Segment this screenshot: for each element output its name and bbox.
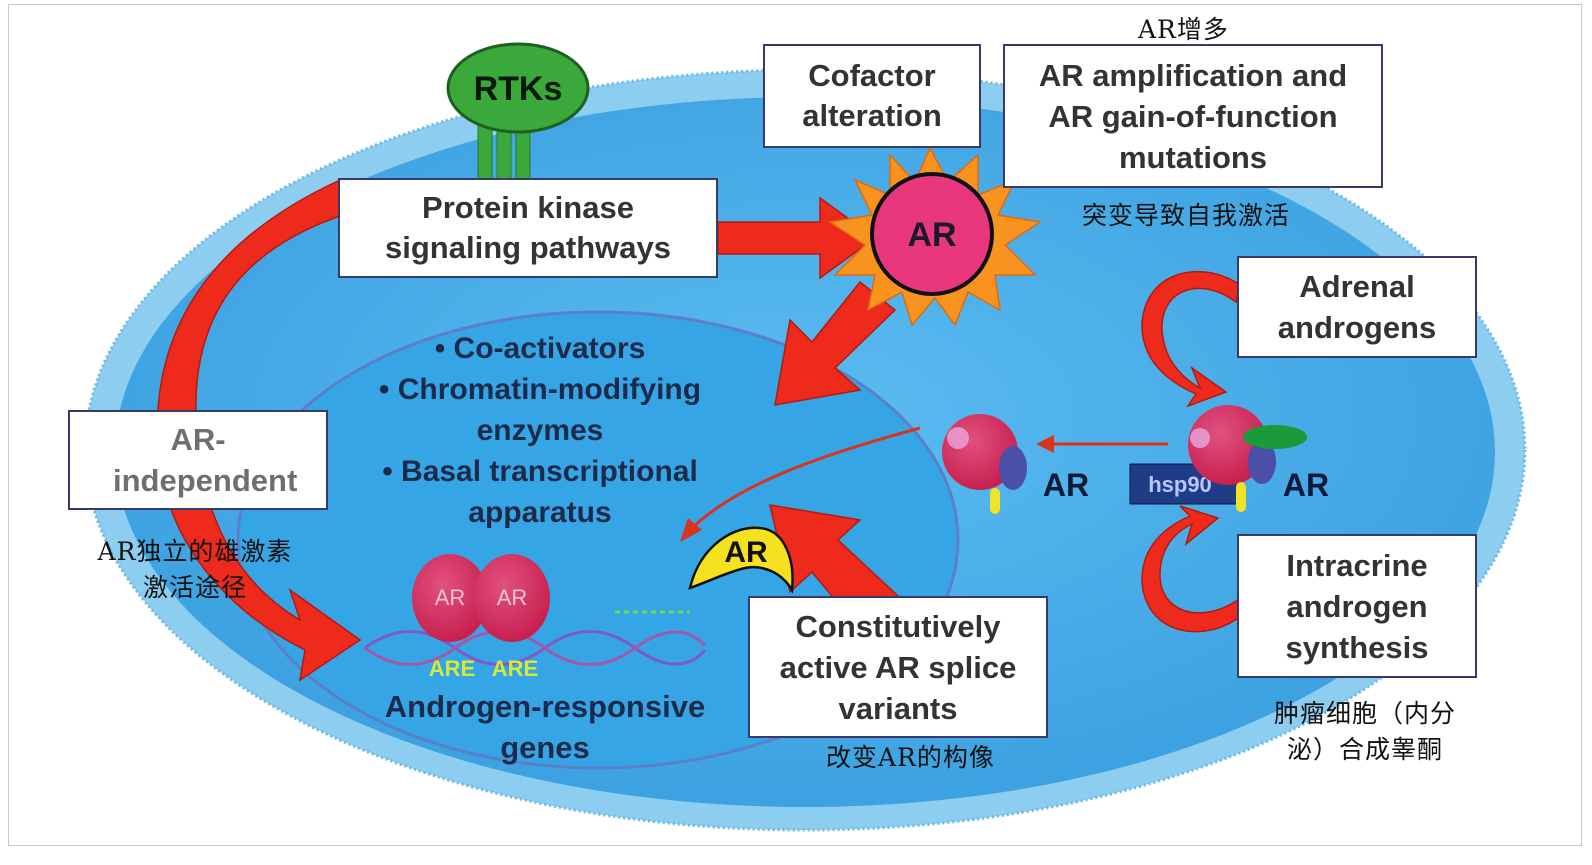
ar-independent-curved-arrow [156,178,362,682]
annotation-ar-increase: AR增多 [1138,15,1229,44]
nucleus-list-item: • Basal transcriptional [382,455,698,488]
intracrine-synthesis-text: Intracrine androgen synthesis [1285,547,1429,665]
hsp90-label: hsp90 [1148,472,1212,497]
ar-splice-variant-label: AR [724,536,768,569]
ar-free-molecule [942,414,1027,514]
ar-hsp90-molecule [1188,405,1307,512]
figure-frame [8,4,1582,846]
annotation-mutation-self-activation: 突变导致自我激活 [1082,201,1291,230]
ar-dimer-right [474,554,550,642]
nucleus-list-item: • Co-activators [434,332,646,365]
nucleus-factor-list: • Co-activators • Chromatin-modifying en… [340,328,740,533]
annotation-tumor-cell-2: 泌）合成睾酮 [1286,735,1443,764]
hsp90-to-ar-arrow-head [1036,435,1054,453]
annotation-conformation-change: 改变AR的构像 [826,743,995,772]
thin-arrow-head-left [680,518,702,542]
ar-independent-text: AR-independent [113,422,298,498]
dna-helix [364,610,707,666]
protein-kinase-box: Protein kinase signaling pathways [338,178,718,278]
ar-dimer-left [412,554,488,642]
adrenal-androgens-text: Adrenal androgens [1277,269,1437,345]
cofactor-box: Cofactor alteration [763,44,981,148]
ar-translocation-thin-arrow [688,426,921,532]
ar-activated-label: AR [907,216,956,254]
ar-dimer-label-2: AR [497,585,528,610]
ar-activated-circle [870,172,994,296]
kinase-to-ar-arrow [717,196,877,280]
ar-to-nucleus-arrow [774,280,897,406]
ar-amplification-text: AR amplification and AR gain-of-function… [1038,57,1348,175]
protein-kinase-text: Protein kinase signaling pathways [385,190,671,265]
intracrine-curved-arrow [1141,505,1243,633]
adrenal-androgens-box: Adrenal androgens [1237,256,1477,358]
ar-splice-variant [688,526,794,594]
ar-amplification-box: AR amplification and AR gain-of-function… [1003,44,1383,188]
annotation-ar-independent-2: 激活途径 [142,573,247,602]
are-label-2: ARE [492,656,538,681]
ar-hsp90-label: AR [1283,467,1329,503]
constitutive-variants-box: Constitutively active AR splice variants [748,596,1048,738]
nucleus-list-item: • Chromatin-modifying [378,373,702,406]
cofactor-text: Cofactor alteration [802,58,942,133]
are-label-1: ARE [429,656,475,681]
androgen-responsive-genes-label: Androgen-responsive genes [384,689,706,765]
adrenal-curved-arrow [1141,270,1241,408]
ar-independent-box: AR-independent [68,410,328,510]
constitutive-variants-text: Constitutively active AR splice variants [779,608,1017,726]
annotation-tumor-cell-1: 肿瘤细胞（内分 [1273,699,1456,728]
nucleus-list-item: enzymes [476,414,604,447]
intracrine-synthesis-box: Intracrine androgen synthesis [1237,534,1477,678]
ar-free-label: AR [1043,467,1089,503]
rtk-head [446,42,590,134]
nucleus-list-item: apparatus [468,496,612,529]
rtk-label: RTKs [474,70,563,108]
annotation-ar-independent-1: AR独立的雄激素 [97,537,293,566]
ar-dimer-label-1: AR [435,585,466,610]
